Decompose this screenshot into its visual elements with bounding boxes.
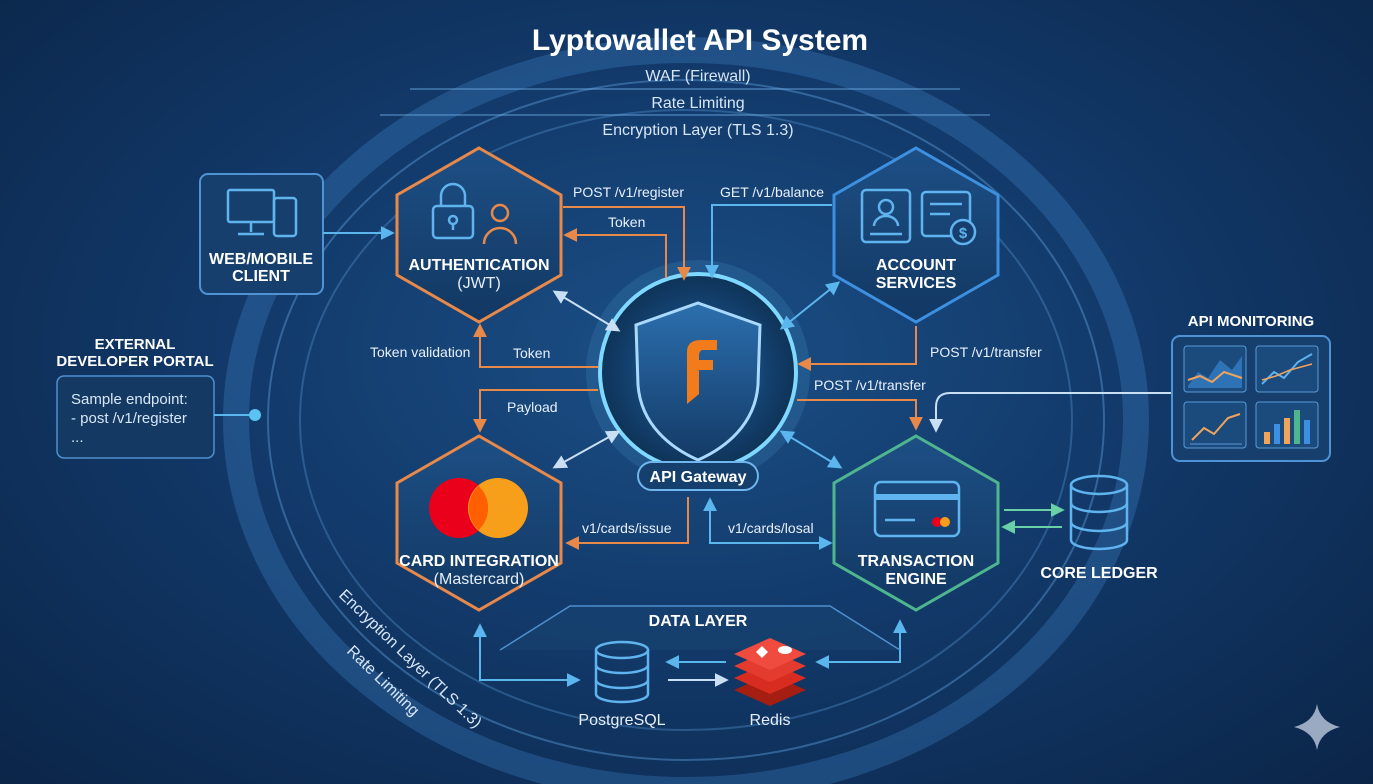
edge-account-gateway [779, 281, 841, 330]
portal-line-3: ... [71, 429, 84, 446]
edge-transaction-redis [815, 619, 907, 669]
edge-post-transfer-mid [797, 399, 923, 431]
api-gateway-node[interactable]: API Gateway [586, 260, 810, 491]
account-label-2: SERVICES [876, 275, 957, 292]
edge-label-token-top: Token [608, 214, 645, 230]
edge-label-post-transfer-right: POST /v1/transfer [930, 344, 1042, 360]
transaction-label-2: ENGINE [885, 571, 947, 588]
edge-token-top [563, 228, 667, 278]
portal-connector-dot [249, 409, 261, 421]
ring-label-encryption: Encryption Layer (TLS 1.3) [602, 122, 793, 139]
edge-monitoring-transaction [929, 392, 1172, 433]
edges: POST /v1/register Token GET /v1/balance … [370, 184, 1172, 687]
edge-label-cards-issue: v1/cards/issue [582, 520, 672, 536]
security-rings [223, 37, 1149, 784]
core-ledger-label: CORE LEDGER [1040, 565, 1158, 582]
data-layer: DATA LAYER PostgreSQL Redis [499, 605, 901, 729]
postgres-database-icon[interactable]: PostgreSQL [578, 640, 666, 729]
edge-label-token-mid: Token [513, 345, 550, 361]
sparkle-icon [1294, 704, 1340, 750]
client-label-1: WEB/MOBILE [209, 251, 313, 268]
redis-logo[interactable]: Redis [734, 638, 806, 729]
redis-label: Redis [750, 712, 791, 729]
edge-label-post-register: POST /v1/register [573, 184, 684, 200]
id-card-dollar-icon: $ [860, 188, 977, 246]
client-label-2: CLIENT [232, 268, 290, 285]
devices-icon [226, 188, 298, 238]
edge-auth-gateway [552, 290, 621, 332]
postgres-label: PostgreSQL [578, 712, 665, 729]
edge-card-gateway [552, 430, 621, 469]
edge-label-payload: Payload [507, 399, 558, 415]
core-ledger-node[interactable]: CORE LEDGER [1040, 474, 1158, 582]
edge-transaction-gateway [779, 430, 843, 469]
account-services-node[interactable]: $ ACCOUNT SERVICES [832, 146, 1000, 324]
portal-line-1: Sample endpoint: [71, 391, 188, 408]
edge-label-get-balance: GET /v1/balance [720, 184, 824, 200]
auth-label-1: AUTHENTICATION [408, 257, 549, 274]
monitoring-title: API MONITORING [1188, 313, 1314, 330]
api-monitoring-panel[interactable]: API MONITORING [1171, 313, 1331, 462]
svg-text:$: $ [959, 225, 968, 242]
database-icon [1069, 474, 1129, 551]
portal-title-1: EXTERNAL [95, 336, 176, 353]
transaction-label-1: TRANSACTION [858, 553, 974, 570]
edge-cards-issue [565, 497, 689, 550]
edge-post-transfer-right [797, 326, 917, 371]
edge-get-balance [705, 204, 832, 279]
edge-payload [473, 389, 598, 433]
diagram-title: Lyptowallet API System [532, 24, 868, 57]
lock-user-icon [431, 182, 518, 245]
transaction-engine-node[interactable]: TRANSACTION ENGINE [832, 434, 1000, 612]
trend-chart-icon [1183, 401, 1247, 449]
line-chart-icon [1255, 345, 1319, 393]
shield-logo-icon [634, 301, 762, 462]
card-label-1: CARD INTEGRATION [399, 553, 559, 570]
credit-card-icon [873, 480, 961, 538]
edge-label-token-validation: Token validation [370, 344, 470, 360]
ring-label-rate-limiting: Rate Limiting [651, 95, 744, 112]
authentication-node[interactable]: AUTHENTICATION (JWT) [395, 146, 563, 324]
edge-post-register [563, 206, 691, 281]
ring-label-waf: WAF (Firewall) [645, 68, 750, 85]
card-label-2: (Mastercard) [434, 571, 525, 588]
edge-cards-load [703, 497, 833, 550]
mastercard-logo [429, 478, 528, 538]
bar-chart-icon [1255, 401, 1319, 449]
account-label-1: ACCOUNT [876, 257, 956, 274]
data-layer-title: DATA LAYER [649, 613, 748, 630]
portal-line-2: - post /v1/register [71, 410, 187, 427]
edge-card-postgres [473, 623, 581, 687]
external-developer-portal[interactable]: EXTERNAL DEVELOPER PORTAL Sample endpoin… [56, 336, 215, 459]
area-chart-icon [1183, 345, 1247, 393]
edge-token-validation [473, 323, 598, 368]
edge-label-post-transfer-mid: POST /v1/transfer [814, 377, 926, 393]
gateway-label: API Gateway [650, 469, 747, 486]
web-mobile-client[interactable]: WEB/MOBILE CLIENT [199, 173, 324, 295]
auth-label-2: (JWT) [457, 275, 501, 292]
portal-title-2: DEVELOPER PORTAL [56, 353, 213, 370]
card-integration-node[interactable]: CARD INTEGRATION (Mastercard) [395, 434, 563, 612]
edge-label-cards-load: v1/cards/losal [728, 520, 814, 536]
